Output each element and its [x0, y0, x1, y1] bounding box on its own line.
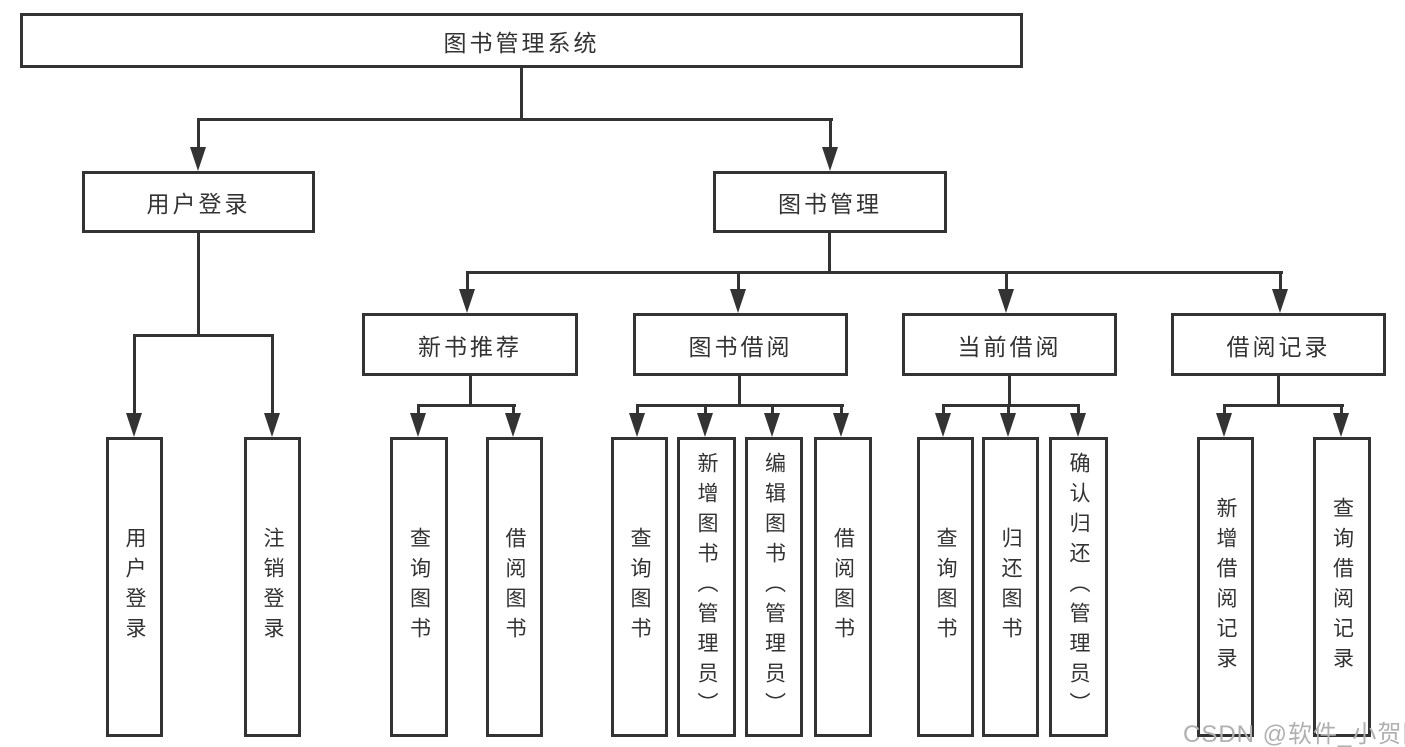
leaf-add-book-admin: 新增图书（管理员） [677, 437, 736, 737]
leaf-query-borrow-record: 查询借阅记录 [1313, 437, 1371, 737]
connector-line [738, 376, 741, 407]
connector-line [1008, 376, 1011, 407]
connector-line [636, 404, 639, 417]
node-new-book-recommend: 新书推荐 [362, 313, 578, 376]
connector-line [466, 271, 1283, 274]
leaf-query-book-recommend: 查询图书 [390, 437, 448, 737]
connector-line [829, 118, 832, 152]
arrow-down-icon [264, 413, 280, 437]
node-new-book-recommend-label: 新书推荐 [418, 333, 522, 360]
arrow-down-icon [998, 289, 1014, 313]
arrow-down-icon [1216, 413, 1232, 437]
connector-line [512, 404, 515, 417]
leaf-query-borrow-record-label: 查询借阅记录 [1330, 497, 1354, 677]
connector-line [942, 404, 1080, 407]
leaf-confirm-return-admin-label: 确认归还（管理员） [1067, 452, 1091, 722]
connector-line [271, 334, 274, 418]
arrow-down-icon [935, 413, 951, 437]
arrow-down-icon [764, 413, 780, 437]
arrow-down-icon [629, 413, 645, 437]
leaf-query-book-borrow-label: 查询图书 [628, 527, 652, 647]
leaf-edit-book-admin-label: 编辑图书（管理员） [762, 452, 786, 722]
node-root-label: 图书管理系统 [443, 29, 600, 56]
leaf-borrow-book-recommend-label: 借阅图书 [503, 527, 527, 647]
arrow-down-icon [833, 413, 849, 437]
leaf-user-login-label: 用户登录 [123, 527, 147, 647]
connector-line [520, 68, 523, 120]
node-current-borrow-label: 当前借阅 [957, 333, 1062, 360]
node-current-borrow: 当前借阅 [902, 313, 1117, 376]
arrow-down-icon [126, 413, 142, 437]
arrow-down-icon [1272, 289, 1288, 313]
connector-line [942, 404, 945, 417]
leaf-logout-label: 注销登录 [261, 527, 285, 647]
node-book-borrow: 图书借阅 [633, 313, 848, 376]
arrow-down-icon [1000, 413, 1016, 437]
connector-line [133, 334, 136, 418]
arrow-down-icon [730, 289, 746, 313]
connector-line [840, 404, 843, 417]
connector-line [197, 118, 200, 152]
connector-line [1340, 404, 1343, 417]
leaf-add-borrow-record-label: 新增借阅记录 [1214, 497, 1238, 677]
leaf-add-borrow-record: 新增借阅记录 [1197, 437, 1254, 737]
leaf-query-book-recommend-label: 查询图书 [407, 527, 431, 647]
connector-line [417, 404, 516, 407]
node-root: 图书管理系统 [20, 13, 1023, 68]
connector-line [1007, 404, 1010, 417]
leaf-borrow-book: 借阅图书 [814, 437, 872, 737]
leaf-return-book: 归还图书 [982, 437, 1039, 737]
node-book-borrow-label: 图书借阅 [688, 333, 793, 360]
leaf-borrow-book-recommend: 借阅图书 [486, 437, 543, 737]
arrow-down-icon [697, 413, 713, 437]
node-borrow-record: 借阅记录 [1171, 313, 1386, 376]
node-borrow-record-label: 借阅记录 [1226, 333, 1331, 360]
arrow-down-icon [459, 289, 475, 313]
connector-line [197, 118, 833, 121]
connector-line [1277, 376, 1280, 407]
node-book-management-label: 图书管理 [778, 191, 882, 217]
leaf-query-book-current: 查询图书 [917, 437, 974, 737]
connector-line [704, 404, 707, 417]
node-book-management: 图书管理 [713, 171, 947, 233]
connector-line [1279, 271, 1282, 295]
leaf-confirm-return-admin: 确认归还（管理员） [1049, 437, 1108, 737]
leaf-borrow-book-label: 借阅图书 [831, 527, 855, 647]
arrow-down-icon [1070, 413, 1086, 437]
connector-line [771, 404, 774, 417]
connector-line [1005, 271, 1008, 295]
connector-line [1223, 404, 1344, 407]
leaf-query-book-current-label: 查询图书 [934, 527, 958, 647]
leaf-query-book-borrow: 查询图书 [611, 437, 668, 737]
connector-line [636, 404, 844, 407]
connector-line [1223, 404, 1226, 417]
leaf-return-book-label: 归还图书 [999, 527, 1023, 647]
leaf-logout: 注销登录 [244, 437, 301, 737]
csdn-watermark: CSDN @软件_小贺同学 [1183, 721, 1405, 747]
leaf-add-book-admin-label: 新增图书（管理员） [695, 452, 719, 722]
connector-line [828, 233, 831, 274]
connector-line [197, 233, 200, 337]
leaf-edit-book-admin: 编辑图书（管理员） [745, 437, 803, 737]
arrow-down-icon [1333, 413, 1349, 437]
connector-line [469, 376, 472, 407]
connector-line [737, 271, 740, 295]
node-user-login-label: 用户登录 [146, 191, 251, 217]
connector-line [1077, 404, 1080, 417]
connector-line [133, 334, 274, 337]
node-user-login: 用户登录 [82, 171, 315, 233]
connector-line [417, 404, 420, 417]
leaf-user-login: 用户登录 [106, 437, 163, 737]
arrow-down-icon [410, 413, 426, 437]
arrow-down-icon [822, 147, 838, 171]
arrow-down-icon [190, 147, 206, 171]
connector-line [466, 271, 469, 295]
arrow-down-icon [505, 413, 521, 437]
